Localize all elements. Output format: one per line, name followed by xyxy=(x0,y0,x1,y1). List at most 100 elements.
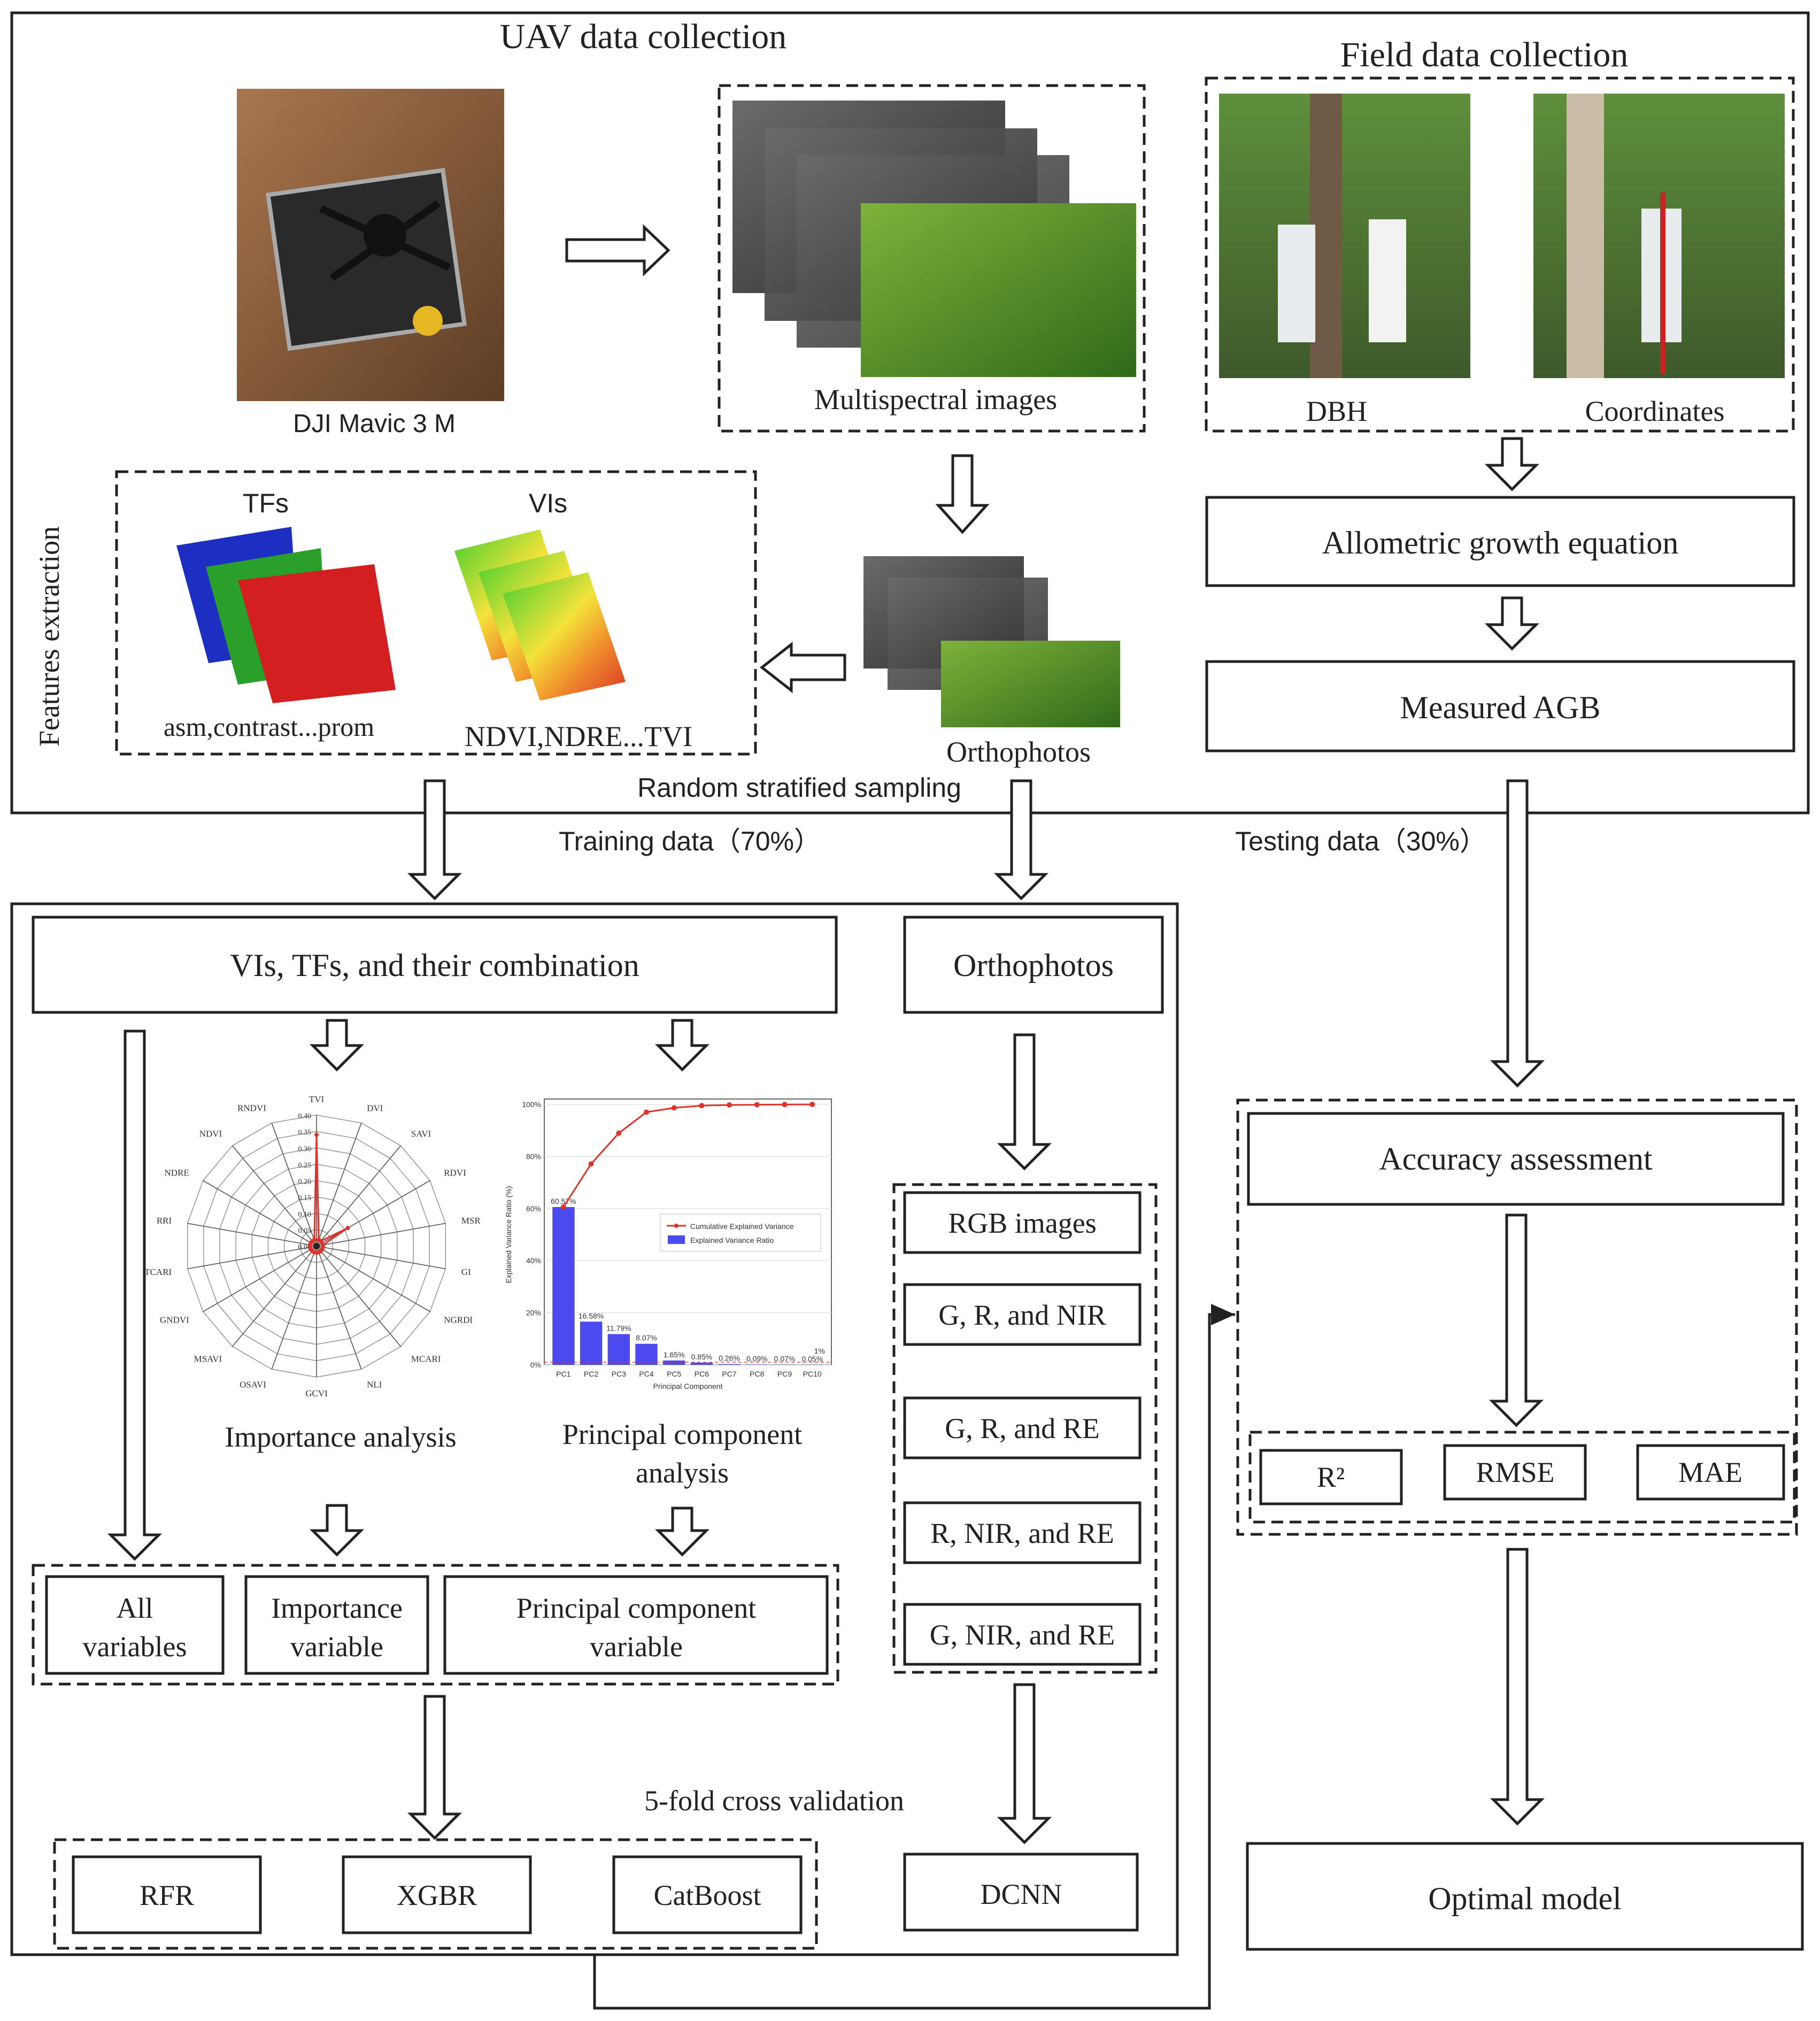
arrow-vars-to-models xyxy=(407,1695,462,1840)
pca-cumulative-point xyxy=(671,1105,677,1111)
features-extraction-label: Features extraction xyxy=(33,526,65,747)
radar-axis-label: GNDVI xyxy=(160,1315,189,1325)
radar-spoke xyxy=(316,1246,362,1370)
pca-ytick-label: 40% xyxy=(526,1256,541,1265)
all-variables-box xyxy=(45,1575,225,1675)
vis-label: VIs xyxy=(529,488,567,518)
coordinates-photo xyxy=(1533,94,1785,378)
accuracy-box xyxy=(1247,1112,1785,1206)
arrow-ortho-down xyxy=(993,779,1049,901)
radar-spoke xyxy=(232,1246,317,1347)
arrow-ortho-to-features xyxy=(759,641,846,694)
pca-bar-label: 11.79% xyxy=(606,1324,631,1333)
importance-caption: Importance analysis xyxy=(225,1421,456,1453)
pca-xtick-label: PC10 xyxy=(803,1370,822,1378)
dl-input-label: R, NIR, and RE xyxy=(930,1517,1114,1549)
radar-tick-label: 0.00 xyxy=(298,1243,312,1251)
coordinates-caption: Coordinates xyxy=(1585,395,1725,427)
optimal-model-box xyxy=(1246,1842,1804,1951)
pca-bar xyxy=(663,1361,685,1365)
radar-tick-label: 0.15 xyxy=(298,1194,312,1202)
variable-group xyxy=(32,1564,839,1686)
dl-input-box xyxy=(903,1396,1142,1459)
dcnn-box xyxy=(903,1853,1139,1932)
arrow-features-down xyxy=(407,779,462,901)
radar-tick-label: 0.30 xyxy=(298,1145,312,1153)
multispectral-caption: Multispectral images xyxy=(814,383,1057,416)
radar-axis-label: SAVI xyxy=(411,1128,431,1139)
pca-xtick-label: PC5 xyxy=(667,1370,681,1378)
radar-data-point xyxy=(318,1239,323,1243)
pca-ytick-label: 0% xyxy=(530,1361,541,1369)
radar-tick-label: 0.25 xyxy=(298,1162,312,1170)
radar-axis-label: DVI xyxy=(367,1103,383,1113)
radar-axis-label: MSAVI xyxy=(194,1354,222,1364)
pca-cumulative-point xyxy=(809,1102,815,1108)
radar-axis-label: NDRE xyxy=(165,1168,189,1178)
pca-legend-point-swatch xyxy=(674,1224,678,1228)
radar-axis-label: NDVI xyxy=(199,1128,222,1139)
pca-bar xyxy=(552,1207,575,1365)
pca-xtick-label: PC4 xyxy=(639,1370,653,1378)
pca-cumulative-line xyxy=(562,1103,813,1208)
dbh-caption: DBH xyxy=(1306,395,1367,427)
pca-xtick-label: PC2 xyxy=(584,1370,598,1378)
pca-cumulative-point xyxy=(782,1102,788,1108)
vis-caption: NDVI,NDRE...TVI xyxy=(465,720,692,752)
all-variables-line2: variables xyxy=(83,1631,187,1663)
importance-variable-line1: Importance xyxy=(271,1592,403,1624)
orthophotos-caption: Orthophotos xyxy=(946,736,1091,768)
dl-input-label: G, R, and RE xyxy=(945,1412,1100,1444)
dl-input-box xyxy=(903,1283,1142,1346)
multispectral-group xyxy=(718,84,1146,433)
field-section-title: Field data collection xyxy=(1340,35,1629,74)
pca-ytick-label: 80% xyxy=(526,1152,541,1161)
pca-ytick-label: 100% xyxy=(522,1100,541,1109)
radar-axis-label: MCARI xyxy=(411,1354,441,1364)
radar-axis-label: RNDVI xyxy=(237,1103,266,1113)
measured-agb-label: Measured AGB xyxy=(1400,690,1601,725)
uav-section-title: UAV data collection xyxy=(500,17,786,56)
arrow-accuracy-to-metrics xyxy=(1489,1213,1544,1427)
radar-spoke xyxy=(316,1180,430,1247)
pca-bar-label: 60.57% xyxy=(551,1197,576,1205)
dl-input-box xyxy=(903,1501,1142,1564)
arrow-ms-to-ortho xyxy=(935,454,990,534)
pca-bar xyxy=(635,1343,658,1365)
drone-caption: DJI Mavic 3 M xyxy=(293,410,456,438)
radar-spoke xyxy=(232,1145,317,1247)
allometric-label: Allometric growth equation xyxy=(1322,525,1679,560)
radar-axis-label: GCVI xyxy=(305,1388,328,1398)
radar-tick-label: 0.20 xyxy=(298,1178,312,1186)
pca-legend-bars: Explained Variance Ratio xyxy=(690,1236,774,1244)
radar-tick-label: 0.10 xyxy=(298,1211,312,1219)
tfs-image-stack xyxy=(176,527,396,703)
pca-cumulative-point xyxy=(560,1204,566,1210)
pca-legend-cumulative: Cumulative Explained Variance xyxy=(690,1222,794,1231)
pc-variable-line1: Principal component xyxy=(516,1592,756,1624)
radar-axis-label: TVI xyxy=(309,1094,325,1104)
radar-axis-label: GI xyxy=(461,1267,471,1277)
multispectral-stack xyxy=(732,101,1136,377)
radar-spoke xyxy=(316,1246,446,1270)
radar-spoke xyxy=(316,1246,430,1312)
radar-axis-label: TCARI xyxy=(144,1267,172,1277)
dl-input-label: G, R, and NIR xyxy=(938,1299,1106,1331)
pca-xtick-label: PC3 xyxy=(612,1370,626,1378)
tfs-caption: asm,contrast...prom xyxy=(164,712,374,742)
radar-axis-label: NGRDI xyxy=(444,1315,473,1325)
random-stratified-label: Random stratified sampling xyxy=(637,773,961,803)
drone-photo xyxy=(237,89,504,401)
pca-cumulative-point xyxy=(727,1102,732,1108)
pca-bar-label: 0.07% xyxy=(774,1355,796,1363)
importance-variable-box xyxy=(244,1575,429,1675)
pca-bar xyxy=(718,1364,741,1365)
dcnn-label: DCNN xyxy=(980,1878,1062,1910)
radar-axis-label: RDVI xyxy=(444,1168,466,1178)
radar-spoke xyxy=(271,1123,317,1247)
model-box-xgbr xyxy=(342,1855,532,1934)
vis-image-stack xyxy=(454,529,626,701)
cross-validation-label: 5-fold cross validation xyxy=(644,1785,904,1817)
top-section-frame xyxy=(10,11,1810,814)
